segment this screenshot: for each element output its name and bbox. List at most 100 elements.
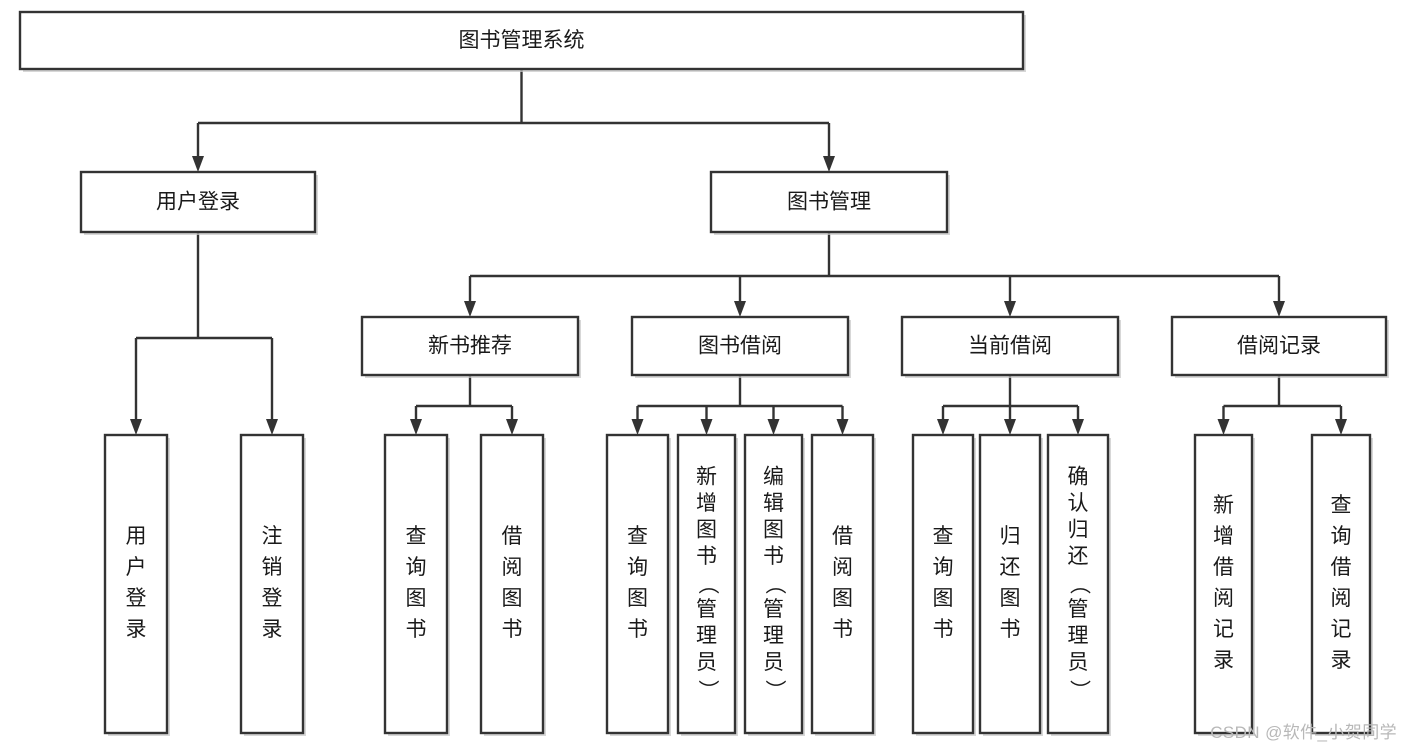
- connector-group-book-manage: [464, 232, 1285, 317]
- node-label-char: （: [763, 574, 786, 595]
- node-label-char: 图: [406, 587, 427, 610]
- connector-group-new-book-recommend: [410, 375, 518, 435]
- node-label-char: 借: [502, 525, 523, 548]
- node-border: [676, 433, 737, 735]
- node-label-char: 录: [262, 618, 283, 641]
- node-border: [630, 315, 850, 377]
- node-label-char: 书: [696, 545, 717, 568]
- node-label: 图书管理: [787, 191, 871, 214]
- node-label-char: 借: [1331, 556, 1352, 579]
- node-label-char: 书: [763, 545, 784, 568]
- node-label-char: 员: [696, 651, 717, 674]
- node-border: [103, 433, 169, 735]
- node-label-char: 录: [1331, 649, 1352, 672]
- node-label-char: 登: [126, 587, 147, 610]
- node-label-char: 销: [262, 556, 283, 579]
- node-label: 用户登录: [156, 191, 240, 214]
- node-label-char: 归: [1068, 519, 1089, 542]
- node-border: [479, 433, 545, 735]
- node-border: [79, 170, 317, 234]
- node-label-char: 归: [1000, 525, 1021, 548]
- node-label-char: 新: [1213, 494, 1234, 517]
- node-label-char: 记: [1331, 618, 1352, 641]
- node-label-char: 图: [933, 587, 954, 610]
- node-layer: 图书管理系统用户登录图书管理新书推荐图书借阅当前借阅借阅记录用户登录注销登录查询…: [18, 10, 1389, 736]
- node-label: 借阅记录: [1237, 335, 1321, 358]
- node-label-char: 注: [262, 525, 283, 548]
- node-label-char: 理: [696, 625, 717, 648]
- node-label-char: 辑: [763, 492, 784, 515]
- node-label: 当前借阅: [968, 335, 1052, 358]
- node-label-char: 管: [696, 598, 717, 621]
- node-label-char: 图: [832, 587, 853, 610]
- node-label-char: 借: [1213, 556, 1234, 579]
- node-label: 新书推荐: [428, 335, 512, 358]
- node-label-char: 录: [126, 618, 147, 641]
- node-book-manage[interactable]: 图书管理: [709, 170, 950, 235]
- node-label-char: ）: [696, 680, 719, 701]
- node-label-char: 图: [763, 519, 784, 542]
- node-label-char: 查: [627, 525, 648, 548]
- node-root[interactable]: 图书管理系统: [18, 10, 1026, 72]
- node-current-borrow[interactable]: 当前借阅: [900, 315, 1121, 378]
- node-label-char: 询: [1331, 525, 1352, 548]
- node-label-char: 书: [627, 618, 648, 641]
- connector-group-user-login: [130, 232, 278, 435]
- node-user-login[interactable]: 用户登录: [79, 170, 318, 235]
- node-label-char: 还: [1068, 545, 1089, 568]
- node-label-char: （: [696, 574, 719, 595]
- node-borrow-record[interactable]: 借阅记录: [1170, 315, 1389, 378]
- node-label-char: 图: [1000, 587, 1021, 610]
- node-label-char: 查: [933, 525, 954, 548]
- node-border: [1170, 315, 1388, 377]
- node-label-char: 理: [763, 625, 784, 648]
- node-leaf-user-login[interactable]: 用户登录: [103, 433, 170, 736]
- node-new-book-recommend[interactable]: 新书推荐: [360, 315, 581, 378]
- node-border: [900, 315, 1120, 377]
- node-label-char: 管: [1068, 598, 1089, 621]
- node-border: [978, 433, 1042, 735]
- node-border: [239, 433, 305, 735]
- node-label-char: ）: [763, 680, 786, 701]
- node-label-char: 增: [1213, 525, 1234, 548]
- node-border: [743, 433, 804, 735]
- node-border: [810, 433, 875, 735]
- node-border: [1193, 433, 1254, 735]
- node-label-char: 书: [406, 618, 427, 641]
- node-label-char: 用: [126, 525, 147, 548]
- node-label-char: ）: [1067, 680, 1090, 701]
- node-label-char: 员: [763, 651, 784, 674]
- node-label-char: 认: [1068, 492, 1089, 515]
- node-label-char: 员: [1068, 651, 1089, 674]
- node-label-char: 询: [933, 556, 954, 579]
- connector-group-borrow-record: [1217, 375, 1347, 435]
- node-label-char: 编: [763, 466, 784, 489]
- node-label-char: 管: [763, 598, 784, 621]
- node-label: 图书管理系统: [459, 29, 585, 52]
- node-border: [1046, 433, 1110, 735]
- node-label-char: 记: [1213, 618, 1234, 641]
- node-label-char: 还: [1000, 556, 1021, 579]
- node-border: [605, 433, 670, 735]
- node-book-borrow[interactable]: 图书借阅: [630, 315, 851, 378]
- node-label-char: 借: [832, 525, 853, 548]
- node-label-char: 确: [1068, 466, 1089, 489]
- node-label-char: 录: [1213, 649, 1234, 672]
- node-border: [1310, 433, 1372, 735]
- node-label-char: 新: [696, 466, 717, 489]
- node-label-char: 书: [832, 618, 853, 641]
- node-label-char: 阅: [1213, 587, 1234, 610]
- node-label-char: 户: [126, 556, 147, 579]
